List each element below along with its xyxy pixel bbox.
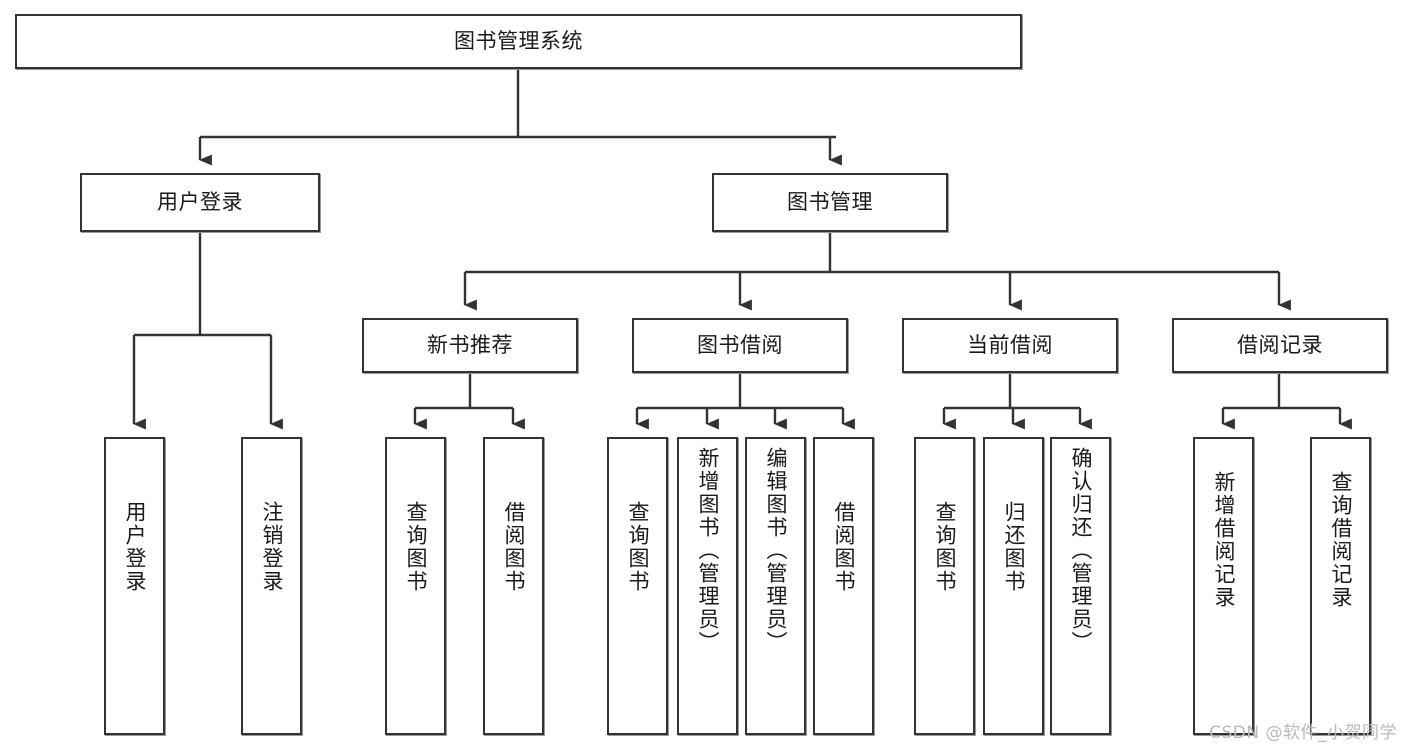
node-user-login-label: 用户登录 — [157, 190, 243, 215]
node-current-borrow-label: 当前借阅 — [967, 333, 1053, 358]
node-borrow-record-label: 借阅记录 — [1237, 333, 1323, 358]
node-leaf-borrow-book-1-label: 借阅图书 — [502, 501, 526, 593]
node-leaf-confirm-return-label: 确认归还（管理员） — [1069, 447, 1093, 654]
node-leaf-user-login-label: 用户登录 — [123, 501, 147, 593]
node-leaf-query-book-3-label: 查询图书 — [933, 501, 957, 593]
node-current-borrow[interactable]: 当前借阅 — [902, 318, 1118, 373]
node-book-borrow[interactable]: 图书借阅 — [632, 318, 848, 373]
node-leaf-query-book-1-label: 查询图书 — [404, 501, 428, 593]
node-book-manage-label: 图书管理 — [787, 190, 873, 215]
node-leaf-borrow-book-2[interactable]: 借阅图书 — [813, 437, 874, 735]
node-leaf-user-logout-label: 注销登录 — [260, 501, 284, 593]
node-root[interactable]: 图书管理系统 — [15, 14, 1022, 69]
node-leaf-borrow-book-2-label: 借阅图书 — [832, 501, 856, 593]
node-new-book-rec[interactable]: 新书推荐 — [362, 318, 578, 373]
node-root-label: 图书管理系统 — [454, 29, 583, 54]
node-leaf-query-book-3[interactable]: 查询图书 — [914, 437, 975, 735]
node-leaf-borrow-book-1[interactable]: 借阅图书 — [483, 437, 544, 735]
node-borrow-record[interactable]: 借阅记录 — [1172, 318, 1388, 373]
node-leaf-add-book-label: 新增图书（管理员） — [696, 447, 720, 654]
node-leaf-query-record-label: 查询借阅记录 — [1329, 471, 1353, 609]
node-leaf-return-book[interactable]: 归还图书 — [983, 437, 1044, 735]
node-book-manage[interactable]: 图书管理 — [712, 173, 948, 232]
node-leaf-confirm-return[interactable]: 确认归还（管理员） — [1050, 437, 1111, 735]
node-user-login[interactable]: 用户登录 — [80, 173, 320, 232]
node-leaf-query-record[interactable]: 查询借阅记录 — [1310, 437, 1371, 735]
node-leaf-query-book-2-label: 查询图书 — [626, 501, 650, 593]
node-leaf-add-book[interactable]: 新增图书（管理员） — [677, 437, 738, 735]
csdn-watermark: CSDN @软件_小贺同学 — [1209, 723, 1397, 743]
node-book-borrow-label: 图书借阅 — [697, 333, 783, 358]
node-leaf-edit-book[interactable]: 编辑图书（管理员） — [745, 437, 806, 735]
node-leaf-edit-book-label: 编辑图书（管理员） — [764, 447, 788, 654]
node-leaf-user-login[interactable]: 用户登录 — [104, 437, 165, 735]
node-new-book-rec-label: 新书推荐 — [427, 333, 513, 358]
node-leaf-return-book-label: 归还图书 — [1002, 501, 1026, 593]
node-leaf-add-record-label: 新增借阅记录 — [1212, 471, 1236, 609]
node-leaf-query-book-2[interactable]: 查询图书 — [607, 437, 668, 735]
node-leaf-query-book-1[interactable]: 查询图书 — [385, 437, 446, 735]
node-leaf-user-logout[interactable]: 注销登录 — [241, 437, 302, 735]
node-leaf-add-record[interactable]: 新增借阅记录 — [1193, 437, 1254, 735]
